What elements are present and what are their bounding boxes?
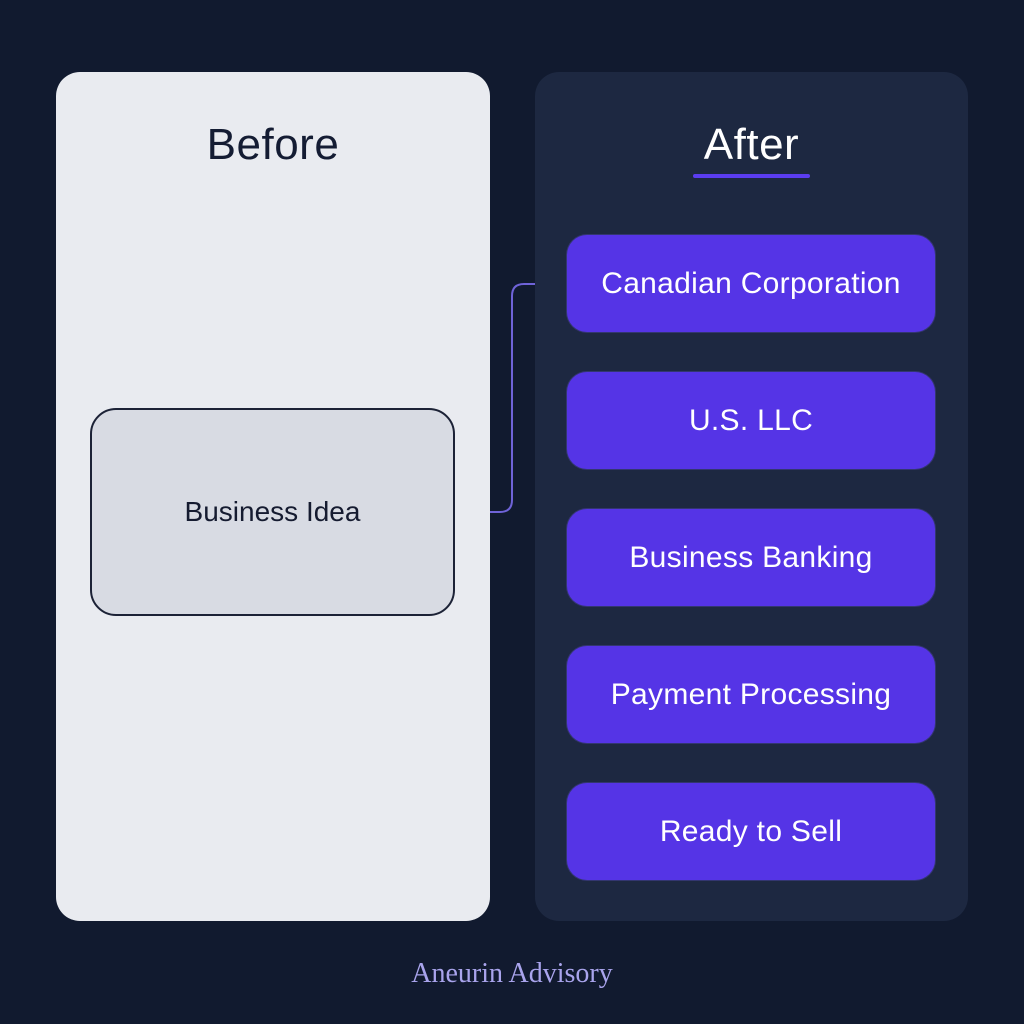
after-panel: After Canadian Corporation U.S. LLC Busi… [535, 72, 968, 921]
before-panel: Before Business Idea [56, 72, 490, 921]
business-idea-label: Business Idea [184, 496, 361, 527]
footer-brand: Aneurin Advisory [411, 958, 613, 989]
step-label: Business Banking [629, 540, 873, 574]
after-title: After [703, 120, 800, 169]
after-steps-list: Canadian Corporation U.S. LLC Business B… [567, 235, 935, 880]
step-ready-to-sell: Ready to Sell [567, 783, 935, 880]
business-idea-box: Business Idea [90, 408, 455, 616]
step-label: Payment Processing [610, 677, 892, 711]
step-label: U.S. LLC [688, 403, 814, 437]
step-label: Ready to Sell [659, 814, 843, 848]
step-us-llc: U.S. LLC [567, 372, 935, 469]
after-title-underline [693, 174, 810, 178]
step-canadian-corporation: Canadian Corporation [567, 235, 935, 332]
step-payment-processing: Payment Processing [567, 646, 935, 743]
before-title: Before [206, 120, 340, 169]
step-label: Canadian Corporation [601, 266, 901, 300]
step-business-banking: Business Banking [567, 509, 935, 606]
